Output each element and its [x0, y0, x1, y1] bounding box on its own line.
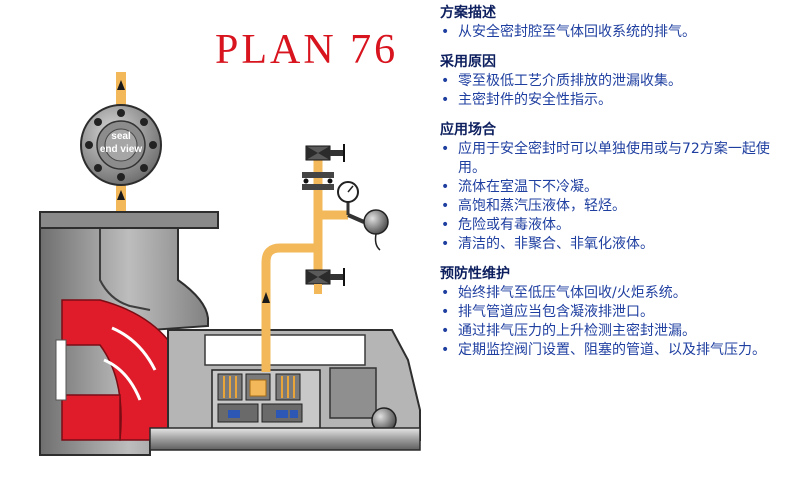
drain-valve-icon — [305, 268, 345, 294]
plan-title: PLAN 76 — [215, 27, 399, 73]
bullet-item: 从安全密封腔至气体回收系统的排气。 — [440, 23, 795, 42]
section-reasons: 采用原因零至极低工艺介质排放的泄漏收集。主密封件的安全性指示。 — [440, 53, 795, 110]
bullet-list: 始终排气至低压气体回收/火炬系统。排气管道应当包含凝液排泄口。通过排气压力的上升… — [440, 284, 795, 360]
section-applications: 应用场合应用于安全密封时可以单独使用或与72方案一起使用。流体在室温下不冷凝。高… — [440, 121, 795, 254]
flange-label-seal: seal — [111, 131, 131, 142]
bullet-item: 零至极低工艺介质排放的泄漏收集。 — [440, 72, 795, 91]
bullet-item: 应用于安全密封时可以单独使用或与72方案一起使用。 — [440, 140, 795, 178]
pressure-switch-icon — [347, 209, 389, 251]
flange-label-end-view: end view — [100, 144, 142, 155]
orifice-flange-icon — [302, 172, 334, 190]
bullet-item: 清洁的、非聚合、非氧化液体。 — [440, 235, 795, 254]
section-scheme-description: 方案描述从安全密封腔至气体回收系统的排气。 — [440, 4, 795, 42]
bullet-item: 通过排气压力的上升检测主密封泄漏。 — [440, 322, 795, 341]
bullet-item: 高饱和蒸汽压液体，轻烃。 — [440, 197, 795, 216]
section-heading: 方案描述 — [440, 5, 496, 21]
bullet-item: 危险或有毒液体。 — [440, 216, 795, 235]
flow-arrow-icon — [262, 292, 270, 303]
bullet-item: 流体在室温下不冷凝。 — [440, 178, 795, 197]
seal-end-view-flange: seal end view — [80, 104, 162, 186]
flange-bolt-icons — [85, 109, 157, 181]
bullet-item: 排气管道应当包含凝液排泄口。 — [440, 303, 795, 322]
impeller — [55, 299, 169, 441]
mechanical-seal — [211, 369, 321, 431]
description-panel: 方案描述从安全密封腔至气体回收系统的排气。采用原因零至极低工艺介质排放的泄漏收集… — [440, 4, 795, 371]
vent-valve-top-icon — [305, 144, 345, 162]
bullet-item: 定期监控阀门设置、阻塞的管道、以及排气压力。 — [440, 341, 795, 360]
bullet-item: 主密封件的安全性指示。 — [440, 91, 795, 110]
section-heading: 采用原因 — [440, 54, 496, 70]
plan76-diagram: seal end view — [39, 72, 421, 456]
section-heading: 预防性维护 — [440, 266, 510, 282]
bullet-item: 始终排气至低压气体回收/火炬系统。 — [440, 284, 795, 303]
seal-o-ring-icon — [228, 410, 240, 418]
pump-shaft — [149, 427, 421, 451]
bullet-list: 零至极低工艺介质排放的泄漏收集。主密封件的安全性指示。 — [440, 72, 795, 110]
section-heading: 应用场合 — [440, 122, 496, 138]
bullet-list: 从安全密封腔至气体回收系统的排气。 — [440, 23, 795, 42]
bullet-list: 应用于安全密封时可以单独使用或与72方案一起使用。流体在室温下不冷凝。高饱和蒸汽… — [440, 140, 795, 254]
pressure-gauge-icon — [337, 181, 359, 215]
section-preventive-maintenance: 预防性维护始终排气至低压气体回收/火炬系统。排气管道应当包含凝液排泄口。通过排气… — [440, 265, 795, 360]
